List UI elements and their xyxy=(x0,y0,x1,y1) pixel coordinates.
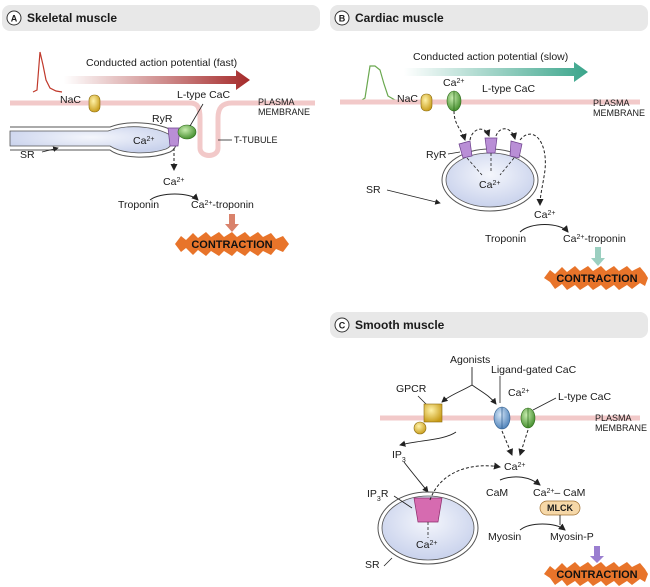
ltype-channel-a xyxy=(177,124,197,140)
ip3r-label: IP3R xyxy=(367,488,389,503)
ryr-channel-b3 xyxy=(509,140,523,159)
panel-cardiac-muscle: B Cardiac muscle Conducted action potent… xyxy=(330,5,648,290)
ryr-label-b: RyR xyxy=(426,149,447,161)
panel-a-header-bg xyxy=(2,5,320,31)
ca-release-b: Ca2+ xyxy=(534,209,555,221)
panel-c-title: Smooth muscle xyxy=(355,318,445,332)
myosin-p-label: Myosin-P xyxy=(550,531,594,543)
ca-cam-label: Ca2+– CaM xyxy=(533,487,585,499)
plasma-label-c1: PLASMA xyxy=(595,413,632,423)
down-arrow-c xyxy=(590,546,604,563)
nac-channel-b xyxy=(420,93,433,112)
ryr-label-a: RyR xyxy=(152,113,173,125)
contraction-label-a: CONTRACTION xyxy=(191,239,272,251)
panel-b-badge xyxy=(334,10,350,26)
ttubule-label: T-TUBULE xyxy=(234,135,278,145)
mlck-label: MLCK xyxy=(547,503,573,513)
ltype-label-a: L-type CaC xyxy=(177,89,231,101)
contraction-burst-c: CONTRACTION xyxy=(544,562,648,586)
down-arrow-a xyxy=(225,214,239,232)
conduction-arrow-slow xyxy=(404,62,588,82)
contraction-label-c: CONTRACTION xyxy=(556,569,637,581)
nac-label-a: NaC xyxy=(60,94,81,106)
plasma-membrane-a xyxy=(10,100,315,158)
action-potential-trace-b xyxy=(361,65,403,102)
panel-smooth-muscle: C Smooth muscle Agonists Ligand-gated Ca… xyxy=(330,312,648,586)
panel-b-title: Cardiac muscle xyxy=(355,11,444,25)
sr-label-c: SR xyxy=(365,559,380,571)
panel-b-conduction-label: Conducted action potential (slow) xyxy=(413,51,568,63)
nac-channel-a xyxy=(88,94,101,113)
panel-skeletal-muscle: A Skeletal muscle Conducted action poten… xyxy=(2,5,320,256)
plasma-label-a2: MEMBRANE xyxy=(258,107,310,117)
ca-top-c: Ca2+ xyxy=(508,387,529,399)
action-potential-trace xyxy=(32,51,63,93)
ltype-label-c: L-type CaC xyxy=(558,391,612,403)
plasma-label-b2: MEMBRANE xyxy=(593,108,645,118)
panel-c-badge xyxy=(334,317,350,333)
plasma-label-c2: MEMBRANE xyxy=(595,423,647,433)
panel-a-title: Skeletal muscle xyxy=(27,11,117,25)
panel-b-header-bg xyxy=(330,5,648,31)
g-protein xyxy=(413,421,427,435)
sr-label-a: SR xyxy=(20,149,35,161)
panel-b-letter: B xyxy=(339,14,346,24)
ca-top-b: Ca2+ xyxy=(443,77,464,89)
panel-a-badge xyxy=(6,10,22,26)
ip3r-channel xyxy=(413,497,443,523)
myosin-label: Myosin xyxy=(488,531,521,543)
ryr-channel-a xyxy=(167,127,181,147)
sr-label-b: SR xyxy=(366,184,381,196)
contraction-burst-a: CONTRACTION xyxy=(175,232,289,256)
down-arrow-b xyxy=(591,247,605,266)
gpcr-label: GPCR xyxy=(396,383,427,395)
troponin-a: Troponin xyxy=(118,199,159,211)
panel-a-conduction-label: Conducted action potential (fast) xyxy=(86,57,237,69)
agonists-label: Agonists xyxy=(450,354,490,366)
contraction-label-b: CONTRACTION xyxy=(556,273,637,285)
contraction-burst-b: CONTRACTION xyxy=(544,266,648,290)
panel-c-header-bg xyxy=(330,312,648,338)
ip3-label: IP3 xyxy=(392,449,406,464)
plasma-label-b1: PLASMA xyxy=(593,98,630,108)
cam-label: CaM xyxy=(486,487,508,499)
ca-troponin-b: Ca2+-troponin xyxy=(563,233,626,245)
ca-release-a: Ca2+ xyxy=(163,176,184,188)
panel-a-letter: A xyxy=(11,14,18,24)
ryr-channel-b2 xyxy=(484,137,498,154)
troponin-b: Troponin xyxy=(485,233,526,245)
ryr-channel-b1 xyxy=(458,140,473,159)
conduction-arrow-fast xyxy=(64,70,250,90)
panel-c-letter: C xyxy=(339,321,346,331)
gpcr-receptor xyxy=(423,403,443,423)
ltype-label-b: L-type CaC xyxy=(482,83,536,95)
plasma-label-a1: PLASMA xyxy=(258,97,295,107)
nac-label-b: NaC xyxy=(397,93,418,105)
ca-mid-c: Ca2+ xyxy=(504,461,525,473)
ligand-label: Ligand-gated CaC xyxy=(491,364,577,376)
ca-troponin-a: Ca2+-troponin xyxy=(191,199,254,211)
